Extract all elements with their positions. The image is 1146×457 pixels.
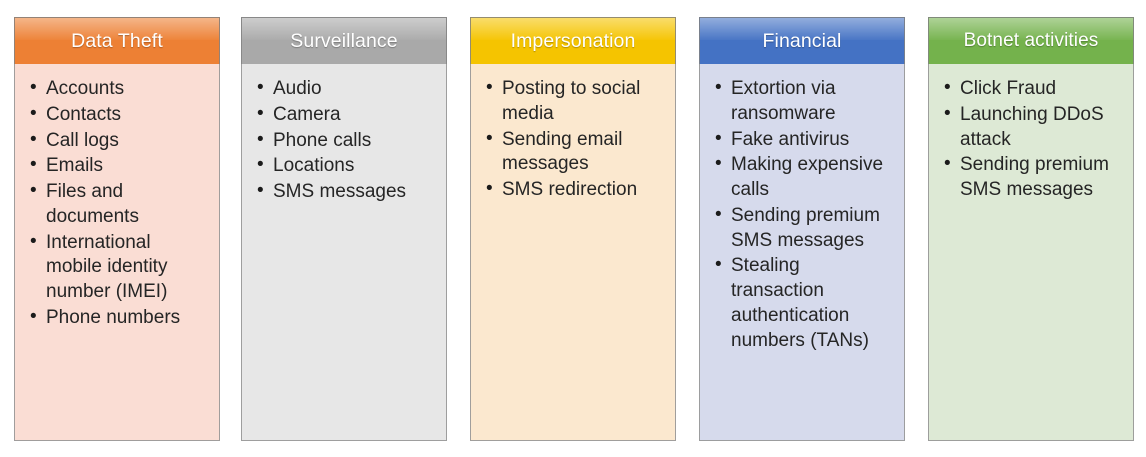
category-body-botnet: Click Fraud Launching DDoS attack Sendin… [928, 64, 1134, 441]
category-title: Botnet activities [963, 30, 1099, 51]
category-header-data-theft: Data Theft [14, 17, 220, 64]
list-item: Making expensive calls [714, 152, 894, 203]
list-item: Sending premium SMS messages [714, 203, 894, 254]
category-title: Financial [762, 29, 842, 52]
list-item: Phone calls [256, 128, 436, 154]
category-item-list: Click Fraud Launching DDoS attack Sendin… [943, 76, 1123, 203]
list-item: Locations [256, 153, 436, 179]
list-item: Posting to social media [485, 76, 665, 127]
category-header-surveillance: Surveillance [241, 17, 447, 64]
list-item: Launching DDoS attack [943, 102, 1123, 153]
list-item: Accounts [29, 76, 209, 102]
category-header-financial: Financial [699, 17, 905, 64]
list-item: Sending premium SMS messages [943, 152, 1123, 203]
list-item: Phone numbers [29, 305, 209, 331]
category-card-data-theft[interactable]: Data Theft Accounts Contacts Call logs E… [14, 17, 220, 441]
list-item: SMS messages [256, 179, 436, 205]
list-item: Call logs [29, 128, 209, 154]
category-body-data-theft: Accounts Contacts Call logs Emails Files… [14, 64, 220, 441]
category-card-impersonation[interactable]: Impersonation Posting to social media Se… [470, 17, 676, 441]
list-item: Click Fraud [943, 76, 1123, 102]
category-body-financial: Extortion via ransomware Fake antivirus … [699, 64, 905, 441]
category-card-surveillance[interactable]: Surveillance Audio Camera Phone calls Lo… [241, 17, 447, 441]
list-item: Fake antivirus [714, 127, 894, 153]
category-header-impersonation: Impersonation [470, 17, 676, 64]
list-item: Camera [256, 102, 436, 128]
category-title: Surveillance [290, 29, 398, 52]
list-item: Extortion via ransomware [714, 76, 894, 127]
category-title: Impersonation [510, 29, 636, 52]
list-item: SMS redirection [485, 177, 665, 203]
category-card-botnet[interactable]: Botnet activities Click Fraud Launching … [928, 17, 1134, 441]
category-body-surveillance: Audio Camera Phone calls Locations SMS m… [241, 64, 447, 441]
list-item: Sending email messages [485, 127, 665, 178]
category-item-list: Extortion via ransomware Fake antivirus … [714, 76, 894, 354]
category-item-list: Audio Camera Phone calls Locations SMS m… [256, 76, 436, 205]
category-body-impersonation: Posting to social media Sending email me… [470, 64, 676, 441]
list-item: Contacts [29, 102, 209, 128]
category-item-list: Accounts Contacts Call logs Emails Files… [29, 76, 209, 331]
list-item: Files and documents [29, 179, 209, 230]
category-card-financial[interactable]: Financial Extortion via ransomware Fake … [699, 17, 905, 441]
category-item-list: Posting to social media Sending email me… [485, 76, 665, 203]
category-header-botnet: Botnet activities [928, 17, 1134, 64]
list-item: Audio [256, 76, 436, 102]
list-item: Emails [29, 153, 209, 179]
list-item: International mobile identity number (IM… [29, 230, 209, 305]
list-item: Stealing transaction authentication numb… [714, 253, 894, 353]
category-title: Data Theft [71, 29, 163, 52]
